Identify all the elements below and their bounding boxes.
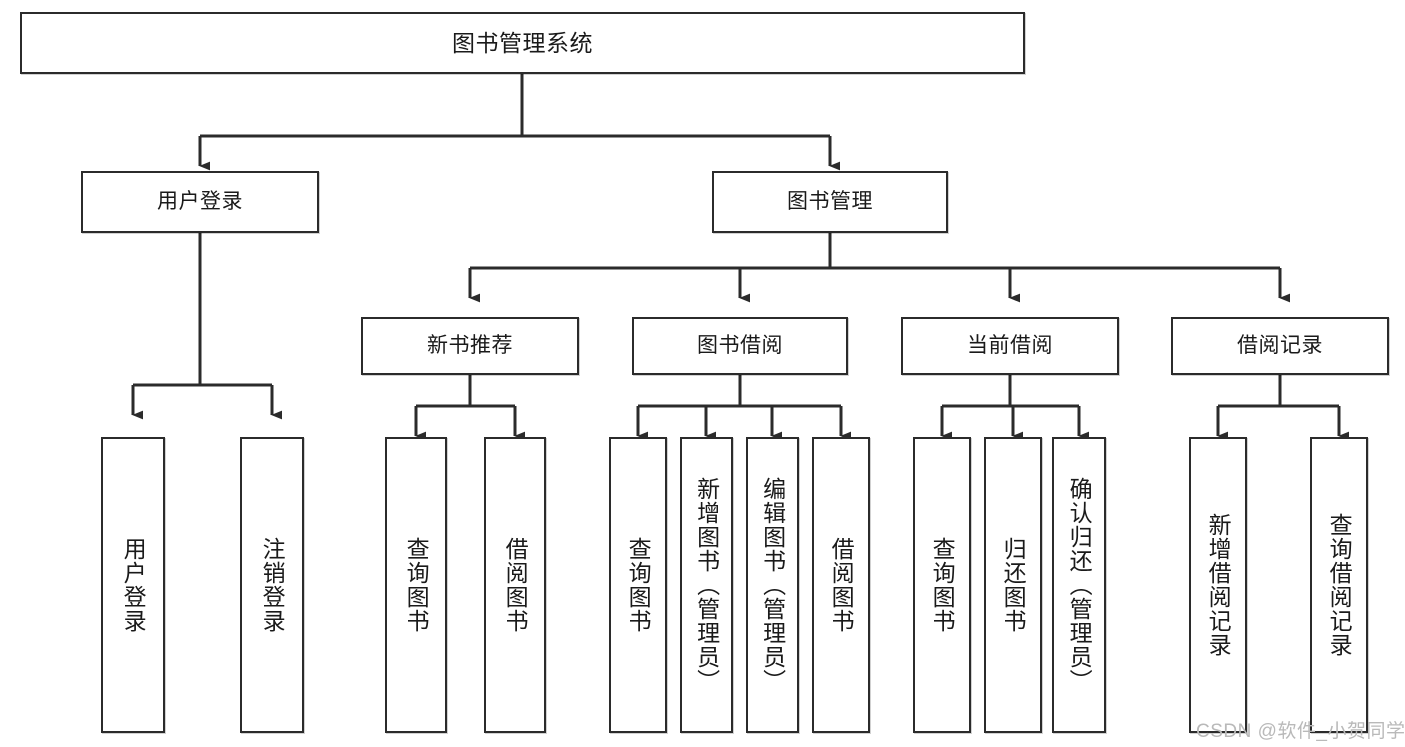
node-label: 用户登录 bbox=[120, 537, 147, 633]
node-level2-3-借阅记录[interactable]: 借阅记录 bbox=[1171, 317, 1389, 375]
node-label: 图书管理 bbox=[787, 190, 873, 214]
node-label: 查询图书 bbox=[929, 537, 956, 633]
node-label: 确认归还（管理员） bbox=[1066, 477, 1093, 693]
node-label: 编辑图书（管理员） bbox=[759, 477, 786, 693]
node-leaf-7-借阅图书[interactable]: 借阅图书 bbox=[812, 437, 870, 733]
node-label: 用户登录 bbox=[157, 190, 243, 214]
node-leaf-8-查询图书[interactable]: 查询图书 bbox=[913, 437, 971, 733]
node-label: 查询图书 bbox=[403, 537, 430, 633]
node-leaf-1-注销登录[interactable]: 注销登录 bbox=[240, 437, 304, 733]
node-label: 查询借阅记录 bbox=[1326, 513, 1353, 657]
node-leaf-4-查询图书[interactable]: 查询图书 bbox=[609, 437, 667, 733]
node-label: 借阅图书 bbox=[502, 537, 529, 633]
node-label: 注销登录 bbox=[259, 537, 286, 633]
node-leaf-0-用户登录[interactable]: 用户登录 bbox=[101, 437, 165, 733]
node-leaf-3-借阅图书[interactable]: 借阅图书 bbox=[484, 437, 546, 733]
node-label: 新书推荐 bbox=[427, 334, 513, 358]
node-label: 当前借阅 bbox=[967, 334, 1053, 358]
node-leaf-10-确认归还管理员[interactable]: 确认归还（管理员） bbox=[1052, 437, 1106, 733]
node-leaf-12-查询借阅记录[interactable]: 查询借阅记录 bbox=[1310, 437, 1368, 733]
node-label: 借阅图书 bbox=[828, 537, 855, 633]
node-level2-1-图书借阅[interactable]: 图书借阅 bbox=[632, 317, 848, 375]
node-level1-0-用户登录[interactable]: 用户登录 bbox=[81, 171, 319, 233]
node-leaf-6-编辑图书管理员[interactable]: 编辑图书（管理员） bbox=[746, 437, 799, 733]
node-label: 归还图书 bbox=[1000, 537, 1027, 633]
node-leaf-11-新增借阅记录[interactable]: 新增借阅记录 bbox=[1189, 437, 1247, 733]
node-leaf-5-新增图书管理员[interactable]: 新增图书（管理员） bbox=[680, 437, 733, 733]
node-label: 新增借阅记录 bbox=[1205, 513, 1232, 657]
node-label: 查询图书 bbox=[625, 537, 652, 633]
node-label: 借阅记录 bbox=[1237, 334, 1323, 358]
node-level2-2-当前借阅[interactable]: 当前借阅 bbox=[901, 317, 1119, 375]
csdn-watermark: CSDN @软件_小贺同学 bbox=[1196, 721, 1405, 742]
node-label: 新增图书（管理员） bbox=[693, 477, 720, 693]
node-label: 图书借阅 bbox=[697, 334, 783, 358]
node-label: 图书管理系统 bbox=[452, 29, 593, 56]
node-leaf-2-查询图书[interactable]: 查询图书 bbox=[385, 437, 447, 733]
node-level1-1-图书管理[interactable]: 图书管理 bbox=[712, 171, 948, 233]
node-root-0-图书管理系统[interactable]: 图书管理系统 bbox=[20, 12, 1025, 74]
node-leaf-9-归还图书[interactable]: 归还图书 bbox=[984, 437, 1042, 733]
node-level2-0-新书推荐[interactable]: 新书推荐 bbox=[361, 317, 579, 375]
